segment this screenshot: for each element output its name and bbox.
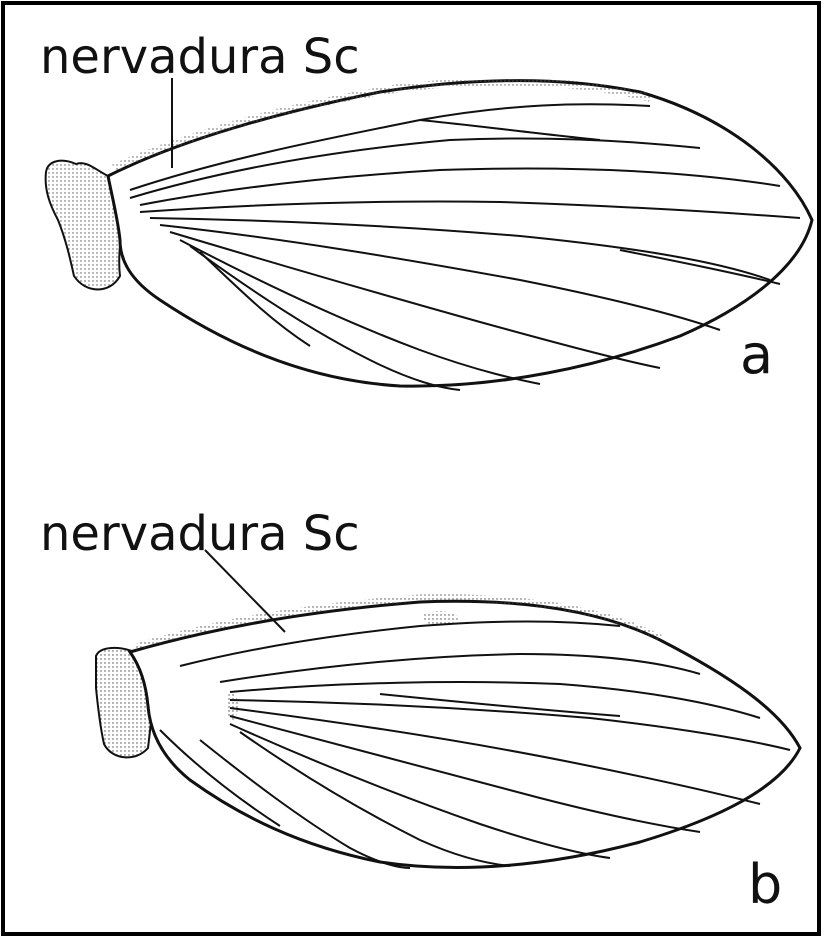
panel-b: nervadura Sc b bbox=[0, 470, 830, 940]
vein-label-b: nervadura Sc bbox=[40, 510, 360, 558]
panel-letter-a: a bbox=[740, 328, 773, 382]
wing-a-outline bbox=[108, 81, 812, 386]
wing-b-basal-spot bbox=[226, 692, 238, 720]
panel-a: nervadura Sc a bbox=[0, 0, 830, 470]
vein-label-a: nervadura Sc bbox=[40, 33, 360, 81]
panel-letter-b: b bbox=[748, 858, 782, 912]
wing-b-outline bbox=[130, 601, 800, 867]
